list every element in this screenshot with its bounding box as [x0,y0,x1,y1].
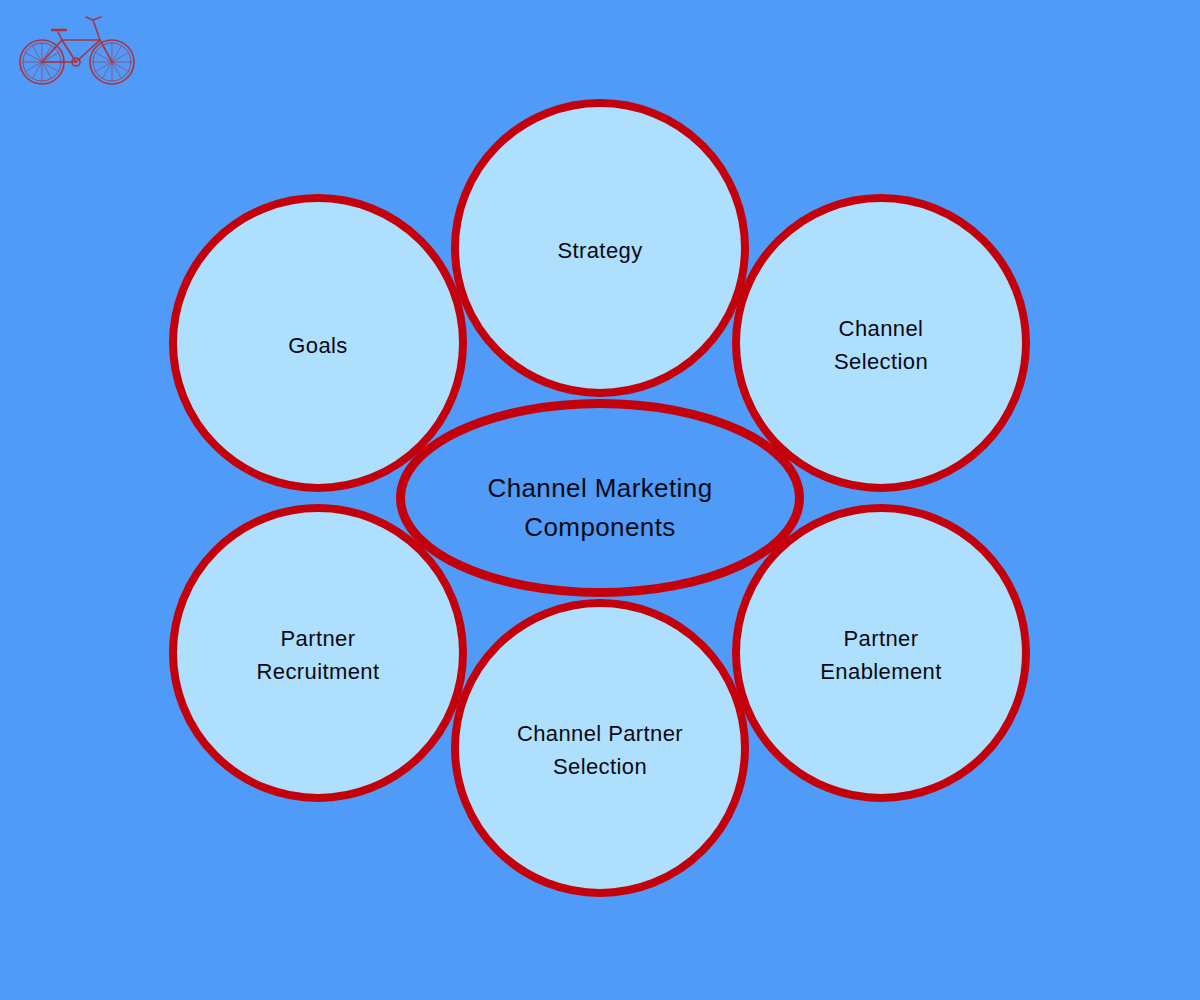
component-circle-shape [173,198,463,488]
component-label: Channel Selection [816,312,946,378]
component-circle: Strategy [450,98,750,398]
component-circle: Partner Recruitment [168,503,468,803]
component-circle-shape [736,508,1026,798]
center-label: Channel Marketing Components [455,469,745,547]
component-label: Partner Recruitment [233,622,403,688]
component-circle-shape [173,508,463,798]
component-circle: Goals [168,193,468,493]
bicycle-icon [0,0,160,100]
component-circle-outline [168,503,468,803]
component-label: Goals [218,329,418,362]
center-ellipse: Channel Marketing Components [395,398,805,598]
component-circle-shape [455,603,745,893]
component-circle-outline [450,598,750,898]
component-circle-shape [455,103,745,393]
component-label: Partner Enablement [796,622,966,688]
component-label: Channel Partner Selection [493,717,708,783]
component-circle-shape [736,198,1026,488]
component-label: Strategy [500,234,700,267]
component-circle: Channel Partner Selection [450,598,750,898]
center-ellipse-shape [401,404,800,593]
